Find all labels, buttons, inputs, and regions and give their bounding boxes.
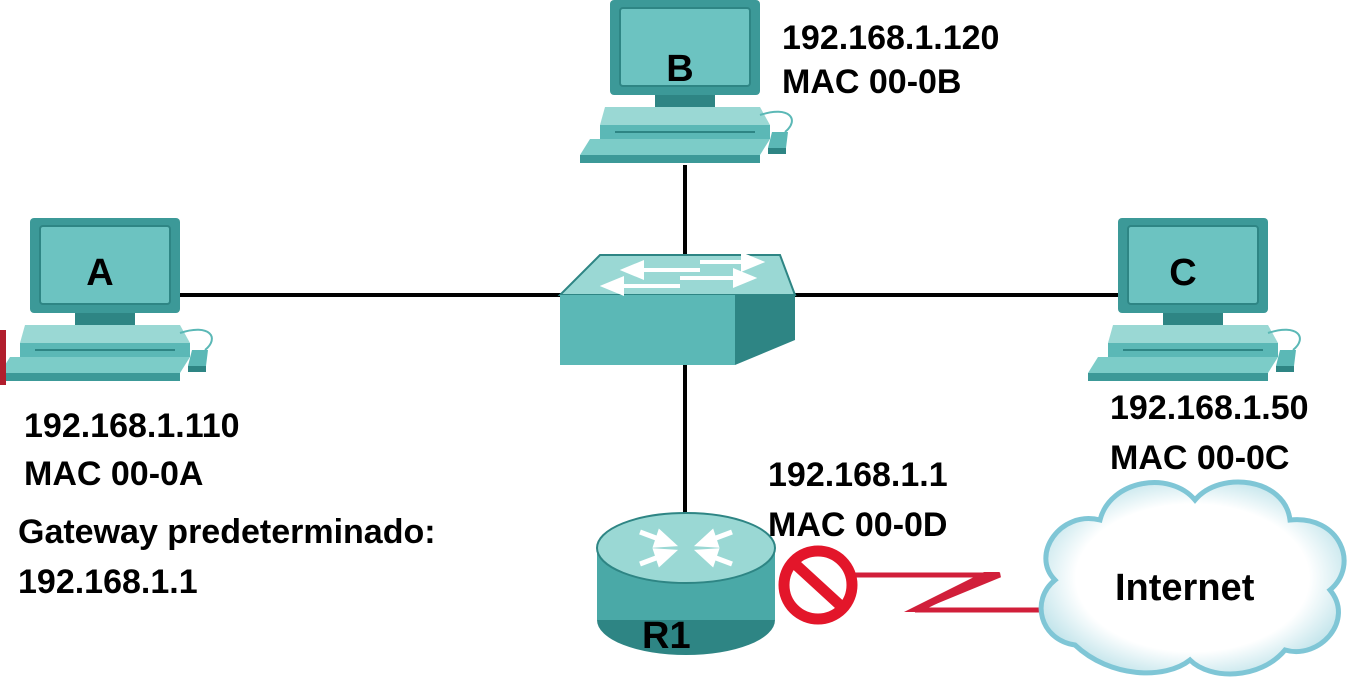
host-b-ip: 192.168.1.120	[782, 19, 1000, 57]
pc-b-letter: B	[666, 48, 694, 90]
host-c-ip: 192.168.1.50	[1110, 389, 1309, 427]
host-a-ip: 192.168.1.110	[24, 407, 240, 445]
desktop-computer-icon	[1087, 217, 1301, 382]
serial-link-icon	[838, 572, 1048, 613]
no-entry-icon	[778, 545, 858, 625]
router-mac: MAC 00-0D	[768, 506, 948, 544]
desktop-computer-icon	[0, 217, 213, 382]
cloud-icon	[1038, 479, 1347, 677]
cables	[175, 165, 1118, 518]
host-a-gateway-ip: 192.168.1.1	[18, 563, 198, 601]
host-b-mac: MAC 00-0B	[782, 63, 962, 101]
pc-a-letter: A	[86, 252, 114, 294]
network-switch-icon	[557, 252, 797, 365]
router-icon	[596, 512, 776, 655]
router-name: R1	[642, 615, 691, 657]
router-ip: 192.168.1.1	[768, 456, 948, 494]
host-a-gateway-label: Gateway predeterminado:	[18, 513, 436, 551]
host-c-mac: MAC 00-0C	[1110, 439, 1290, 477]
cloud-label: Internet	[1115, 567, 1255, 609]
host-a-mac: MAC 00-0A	[24, 455, 204, 493]
edge-fragment	[0, 330, 6, 385]
pc-c-letter: C	[1169, 252, 1197, 294]
